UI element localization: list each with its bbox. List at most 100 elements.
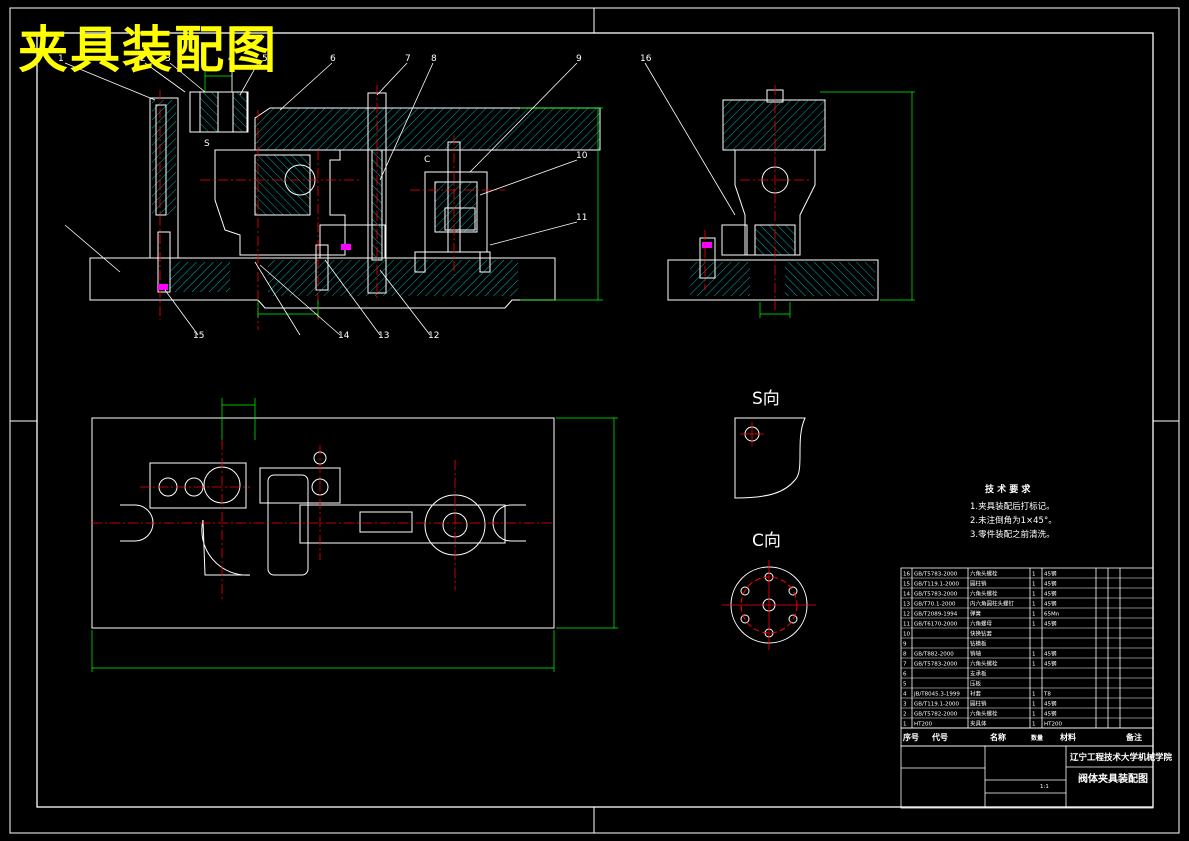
part-label-14: 14 [338,331,350,341]
bom-cell: 1 [1032,572,1036,578]
c-view: C向 [722,531,816,650]
part-label-6: 6 [330,54,336,64]
bom-cell: 夹具体 [970,720,987,728]
bom-cell: 45钢 [1044,620,1057,628]
bom-cell: 6 [903,672,907,678]
bom-cell: JB/T8045.3-1999 [913,692,960,698]
part-label-4: 4 [228,54,234,64]
bom-cell: HT200 [914,722,932,728]
bom-cell: 内六角圆柱头螺钉 [970,600,1015,608]
bom-cell: 45钢 [1044,710,1057,718]
part-label-9: 9 [576,54,582,64]
bom-cell: GB/T5782-2000 [914,712,958,718]
bom-cell: 12 [903,612,910,618]
bom-cell: 1 [1032,702,1036,708]
bom-cell: 14 [903,592,910,598]
bom-cell: GB/T70.1-2000 [914,602,956,608]
top-centerlines [92,440,554,600]
part-label-1: 1 [58,54,64,64]
bom-cell: GB/T119.1-2000 [914,702,959,708]
bom-cell: 1 [1032,612,1036,618]
bom-cell: 16 [903,572,910,578]
front-section-view [89,91,601,309]
part-label-12: 12 [428,331,439,341]
bom-cell: GB/T119.1-2000 [914,582,959,588]
part-label-5: 5 [262,54,268,64]
bom-cell: 快换钻套 [970,630,993,638]
bom-cell: 1 [1032,712,1036,718]
bom-cell: GB/T6170-2000 [914,622,958,628]
bom-cell: GB/T2089-1994 [914,612,958,618]
bom-cell: 45钢 [1044,580,1057,588]
bom-cell: 9 [903,642,907,648]
bom-cell: T8 [1043,692,1051,698]
tech-req-item-3: 3.零件装配之前清洗。 [970,529,1055,540]
bom-cell: 六角头螺栓 [970,570,998,578]
front-centerlines [159,85,505,330]
drawing-scale: 1:1 [1040,784,1049,790]
bom-cell: 7 [903,662,907,668]
side-centerlines [704,85,810,310]
bom-cell: 1 [903,722,907,728]
bom-cell: 1 [1032,582,1036,588]
bom-cell: 六角螺母 [970,620,993,628]
part-number-labels: 1 2 3 4 5 6 7 8 9 10 11 12 13 14 15 16 S… [58,54,652,341]
bom-header-no: 序号 [903,732,919,742]
bom-cell: GB/T5783-2000 [914,592,958,598]
bom-header-material: 材料 [1060,732,1076,742]
part-label-8: 8 [431,54,437,64]
bom-cell: 1 [1032,652,1036,658]
part-label-2: 2 [140,54,146,64]
bom-cell: 3 [903,702,907,708]
bom-cell: 13 [903,602,910,608]
bom-cell: 45钢 [1044,590,1057,598]
bom-header-remark: 备注 [1125,732,1142,742]
bom-cell: 六角头螺栓 [970,710,998,718]
sheet-border [9,7,1180,834]
bom-header-qty: 数量 [1031,734,1043,742]
bom-cell: 圆柱销 [970,580,987,588]
s-view: S向 [734,389,806,499]
bom-cell: 弹簧 [970,610,982,618]
bom-cell: 六角头螺栓 [970,590,998,598]
bom-cell: GB/T5783-2000 [914,572,958,578]
bom-cell: 45钢 [1044,700,1057,708]
bom-cell: 45钢 [1044,570,1057,578]
part-label-13: 13 [378,331,389,341]
bom-header-code: 代号 [931,732,948,742]
side-dimensions [759,91,915,318]
bom-header-name: 名称 [990,732,1006,742]
top-dimensions [91,398,618,672]
bom-cell: 5 [903,682,907,688]
bom-cell: 45钢 [1044,600,1057,608]
tech-req-title: 技 术 要 求 [985,483,1031,495]
part-label-15: 15 [193,331,204,341]
bom-cell: 压板 [970,680,982,688]
tech-req-item-2: 2.未注倒角为1×45°。 [970,515,1057,526]
technical-requirements: 技 术 要 求 1.夹具装配后打标记。 2.未注倒角为1×45°。 3.零件装配… [970,483,1057,540]
section-marker-c: C [424,155,430,165]
bom-cell: 15 [903,582,910,588]
part-label-16: 16 [640,54,652,64]
part-label-11: 11 [576,213,587,223]
bom-cell: 钻模板 [970,640,987,648]
bom-cell: 10 [903,632,910,638]
bom-cell: GB/T5783-2000 [914,662,958,668]
bom-cell: 4 [903,692,907,698]
bom-cell: 六角头螺栓 [970,660,998,668]
bom-cell: 45钢 [1044,660,1057,668]
bom-cell: 1 [1032,692,1036,698]
tech-req-item-1: 1.夹具装配后打标记。 [970,501,1055,512]
bom-cell: 支承板 [970,670,987,678]
side-view [667,89,879,301]
bom-cell: 圆柱销 [970,700,987,708]
bom-cell: 11 [903,622,910,628]
bom-cell: 8 [903,652,907,658]
section-marker-s: S [204,139,210,149]
bom-cell: HT200 [1044,722,1062,728]
bom-cell: 1 [1032,662,1036,668]
bom-cell: 45钢 [1044,650,1057,658]
bom-cell: 1 [1032,622,1036,628]
